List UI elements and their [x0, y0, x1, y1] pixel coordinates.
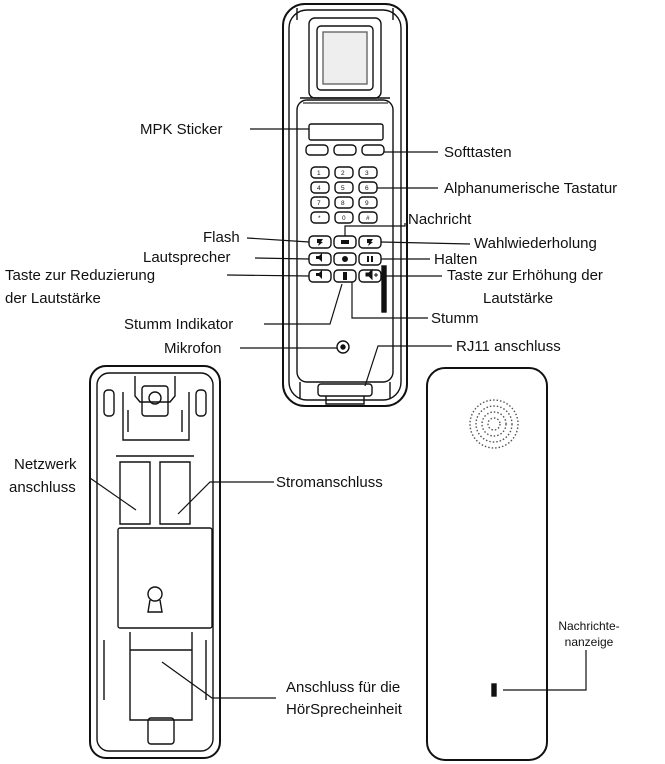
key-4: 4 [317, 185, 321, 192]
key-2: 2 [341, 170, 345, 177]
key-9: 9 [365, 200, 369, 207]
label-taste-reduzierung-2: der Lautstärke [5, 290, 101, 307]
volume-down-icon [316, 270, 322, 279]
handset-front-view [282, 3, 408, 407]
label-netzwerk-2: anschluss [9, 479, 76, 496]
label-stromanschluss: Stromanschluss [276, 474, 383, 491]
speaker-grille [469, 399, 519, 449]
key-star: * [318, 215, 321, 222]
key-8: 8 [341, 200, 345, 207]
key-6: 6 [365, 185, 369, 192]
label-halten: Halten [434, 251, 478, 268]
key-7: 7 [317, 200, 321, 207]
flash-icon [317, 239, 323, 246]
key-5: 5 [341, 185, 345, 192]
message-key-icon [341, 240, 349, 244]
label-mikrofon: Mikrofon [164, 340, 222, 357]
label-hoersprech-2: HörSprecheinheit [286, 701, 402, 718]
key-3: 3 [365, 170, 369, 177]
label-nachrichte-1: Nachrichte- [558, 619, 620, 633]
key-1: 1 [317, 170, 321, 177]
label-stumm-indikator: Stumm Indikator [124, 316, 234, 333]
base-rear-view [89, 365, 221, 759]
mute-icon [343, 272, 347, 280]
label-softtasten: Softtasten [444, 144, 512, 161]
redial-icon [367, 239, 373, 246]
label-wahlwiederholung: Wahlwiederholung [474, 235, 597, 252]
label-netzwerk-1: Netzwerk [14, 456, 77, 473]
label-flash: Flash [203, 229, 240, 246]
hold-icon [367, 256, 369, 262]
label-taste-erhoehung-2: Lautstärke [483, 290, 554, 307]
microphone [336, 340, 350, 354]
keypad [310, 166, 378, 224]
keyhole-mount-icon [147, 586, 163, 613]
key-0: 0 [342, 215, 346, 222]
label-rj11-anschluss: RJ11 anschluss [456, 338, 561, 355]
label-taste-reduzierung-1: Taste zur Reduzierung [5, 267, 156, 284]
label-mpk-sticker: MPK Sticker [140, 121, 223, 138]
label-stumm: Stumm [431, 310, 479, 327]
label-alphanumerische-tastatur: Alphanumerische Tastatur [444, 180, 618, 197]
function-key-icons [316, 239, 378, 281]
label-nachricht: Nachricht [408, 211, 472, 228]
keypad-glyphs: 1 2 3 4 5 6 7 8 9 * 0 # [317, 170, 370, 222]
key-hash: # [366, 215, 370, 222]
handset-rear-view [426, 367, 548, 761]
label-hoersprech-1: Anschluss für die [286, 679, 401, 696]
label-nachrichte-2: nanzeige [564, 635, 614, 649]
speaker-icon [316, 253, 322, 262]
mute-key-icon [342, 256, 348, 262]
volume-up-icon [365, 268, 378, 281]
leader-lines [89, 128, 587, 699]
label-taste-erhoehung-1: Taste zur Erhöhung der [447, 267, 603, 284]
label-lautsprecher: Lautsprecher [143, 249, 231, 266]
message-indicator [491, 683, 497, 697]
